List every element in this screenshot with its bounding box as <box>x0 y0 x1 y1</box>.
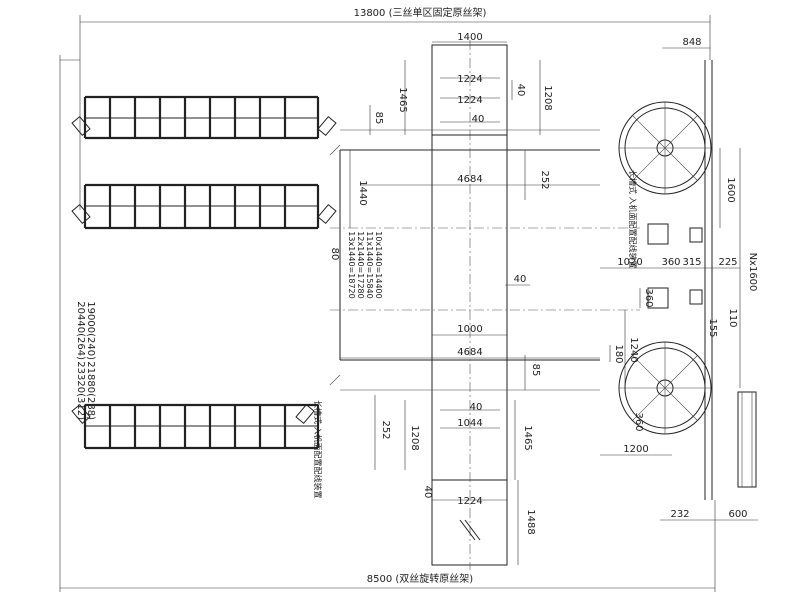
dim-315: 315 <box>682 257 701 268</box>
dim-600: 600 <box>728 509 747 520</box>
left-total-3: 21880(288) <box>85 361 96 420</box>
dim-nx1600: Nx1600 <box>747 253 758 292</box>
dim-1465-a: 1465 <box>397 87 408 112</box>
right-frame <box>647 60 757 500</box>
dim-85-a: 85 <box>373 112 384 125</box>
dim-1240: 1240 <box>628 337 639 362</box>
dim-40-a: 40 <box>472 114 485 125</box>
dim-1000: 1000 <box>457 324 482 335</box>
dim-225: 225 <box>718 257 737 268</box>
central-dimensions: 1400 1224 1224 40 1465 1208 40 85 4684 2… <box>329 32 600 565</box>
dim-1208-b: 1208 <box>409 425 420 450</box>
left-total-1: 19000(240) <box>85 301 96 360</box>
dim-180: 180 <box>613 344 624 363</box>
left-total-lengths: 19000(240) 20440(264) 21880(288) 23320(3… <box>75 301 96 420</box>
dim-1224-a: 1224 <box>457 74 482 85</box>
dim-1044: 1044 <box>457 418 482 429</box>
dim-1400: 1400 <box>457 32 482 43</box>
formula-2: 11x1440=15840 <box>365 231 374 298</box>
device-label-left: 长槽式 入机面配置配线装置 <box>313 400 323 499</box>
dim-4684-a: 4684 <box>457 174 482 185</box>
dim-40-b: 40 <box>515 84 526 97</box>
dim-1440: 1440 <box>357 180 368 205</box>
dim-360-a: 360 <box>661 257 680 268</box>
dim-1208-a: 1208 <box>542 85 553 110</box>
dim-155: 155 <box>707 318 718 337</box>
dim-40-c: 40 <box>514 274 527 285</box>
bottom-overall-dimension: 8500 (双丝旋转原丝架) <box>59 55 716 592</box>
dim-1200: 1200 <box>623 444 648 455</box>
left-creel-row-3 <box>71 403 320 450</box>
top-overall-label: 13800 (三丝单区固定原丝架) <box>354 6 487 19</box>
device-label-right: 长槽式 入机面配置配线装置 <box>628 170 638 269</box>
dim-4684-b: 4684 <box>457 347 482 358</box>
right-dimensions: 848 1600 Nx1600 1020 360 315 225 360 155… <box>600 37 758 521</box>
bottom-overall-label: 8500 (双丝旋转原丝架) <box>367 572 474 585</box>
left-total-4: 23320(312) <box>75 361 86 420</box>
dim-40-e: 40 <box>422 486 433 499</box>
dim-1465-b: 1465 <box>522 425 533 450</box>
dim-85-b: 85 <box>530 364 541 377</box>
dim-1600: 1600 <box>725 177 736 202</box>
dim-252-a: 252 <box>539 170 550 189</box>
dim-360-b: 360 <box>643 288 654 307</box>
dim-232: 232 <box>670 509 689 520</box>
dim-1020: 1020 <box>617 257 642 268</box>
dim-80: 80 <box>329 248 340 261</box>
dim-848: 848 <box>682 37 701 48</box>
dim-40-d: 40 <box>470 402 483 413</box>
dim-110: 110 <box>727 308 738 327</box>
dim-1488: 1488 <box>525 509 536 534</box>
dim-1224-c: 1224 <box>457 496 482 507</box>
formula-4: 13x1440=18720 <box>347 231 356 298</box>
left-total-2: 20440(264) <box>75 301 86 360</box>
dim-252-b: 252 <box>380 420 391 439</box>
formula-3: 12x1440=17280 <box>356 231 365 298</box>
dim-1224-b: 1224 <box>457 95 482 106</box>
dim-360-c: 360 <box>633 412 644 431</box>
left-creel-row-1 <box>71 95 337 140</box>
top-overall-dimension: 13800 (三丝单区固定原丝架) <box>79 6 711 210</box>
left-creel-row-2 <box>71 183 337 230</box>
formula-1: 10x1440=14400 <box>374 231 383 298</box>
